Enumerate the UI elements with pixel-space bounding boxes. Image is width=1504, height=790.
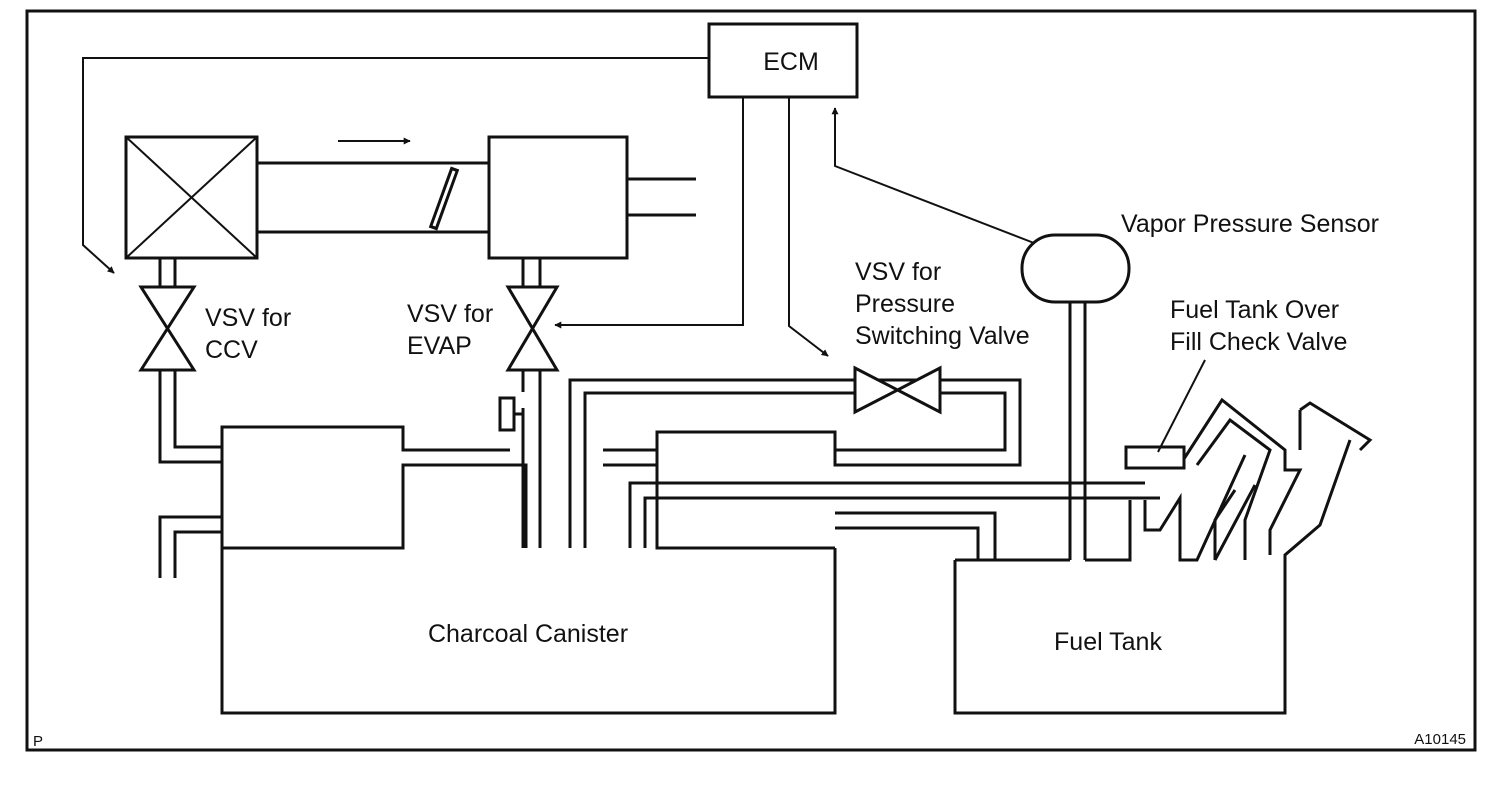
ecm-to-ccv-signal-line xyxy=(82,57,709,274)
fuel-tank xyxy=(953,439,1352,715)
fill-check-valve-pointer xyxy=(1157,359,1206,453)
fill-check-valve-label-line2: Fill Check Valve xyxy=(1170,328,1347,356)
vsv-evap-label-line2: EVAP xyxy=(407,332,472,360)
canister-to-tank-line xyxy=(835,511,1070,562)
canister-top-wall xyxy=(220,378,1022,550)
vent-pipe-lower xyxy=(643,496,1160,548)
ccv-pipe-lower xyxy=(158,370,222,464)
vsv-pressure-label-line1: VSV for xyxy=(855,258,941,286)
vsv-evap-valve-icon xyxy=(505,285,560,372)
charcoal-canister-label: Charcoal Canister xyxy=(428,620,628,648)
vsv-pressure-label-line3: Switching Valve xyxy=(855,322,1030,350)
filler-cap xyxy=(1298,401,1373,452)
filler-neck-outer xyxy=(1178,397,1303,555)
air-cleaner-cross-2 xyxy=(125,136,258,259)
vent-pipe-upper xyxy=(628,481,1145,548)
evap-pipe-lower xyxy=(521,370,542,548)
ecm-label: ECM xyxy=(763,48,819,76)
intake-manifold-box xyxy=(487,135,629,260)
figure-frame xyxy=(25,9,1477,752)
pressure-switching-valve-icon xyxy=(853,365,942,415)
fill-check-valve xyxy=(1124,445,1186,470)
throttle-plate-edge xyxy=(432,170,456,227)
vsv-ccv-label-line2: CCV xyxy=(205,336,258,364)
fuel-tank-top xyxy=(955,454,1257,562)
ecm-to-evap-signal-line xyxy=(554,97,744,329)
canister-outlet-pipe xyxy=(158,515,222,578)
canister-inner-ports xyxy=(583,391,1007,548)
vapor-pressure-sensor xyxy=(1020,233,1131,304)
evap-service-port xyxy=(498,396,516,432)
fill-check-valve-label-line1: Fuel Tank Over xyxy=(1170,296,1339,324)
vapor-pressure-sensor-label: Vapor Pressure Sensor xyxy=(1121,210,1379,238)
vsv-evap-label-line1: VSV for xyxy=(407,300,493,328)
ecm-to-pressure-valve-signal-line xyxy=(788,97,829,357)
ecm-box xyxy=(707,22,859,99)
vsv-pressure-label-line2: Pressure xyxy=(855,290,955,318)
vsv-ccv-label-line1: VSV for xyxy=(205,304,291,332)
filler-neck-inner xyxy=(1195,417,1272,560)
figure-code: A10145 xyxy=(1414,731,1466,748)
corner-mark: P xyxy=(33,733,43,750)
vsv-ccv-valve-icon xyxy=(138,285,197,372)
sensor-to-ecm-signal-line xyxy=(831,107,1035,244)
charcoal-canister xyxy=(220,548,837,715)
fuel-tank-label: Fuel Tank xyxy=(1054,628,1162,656)
